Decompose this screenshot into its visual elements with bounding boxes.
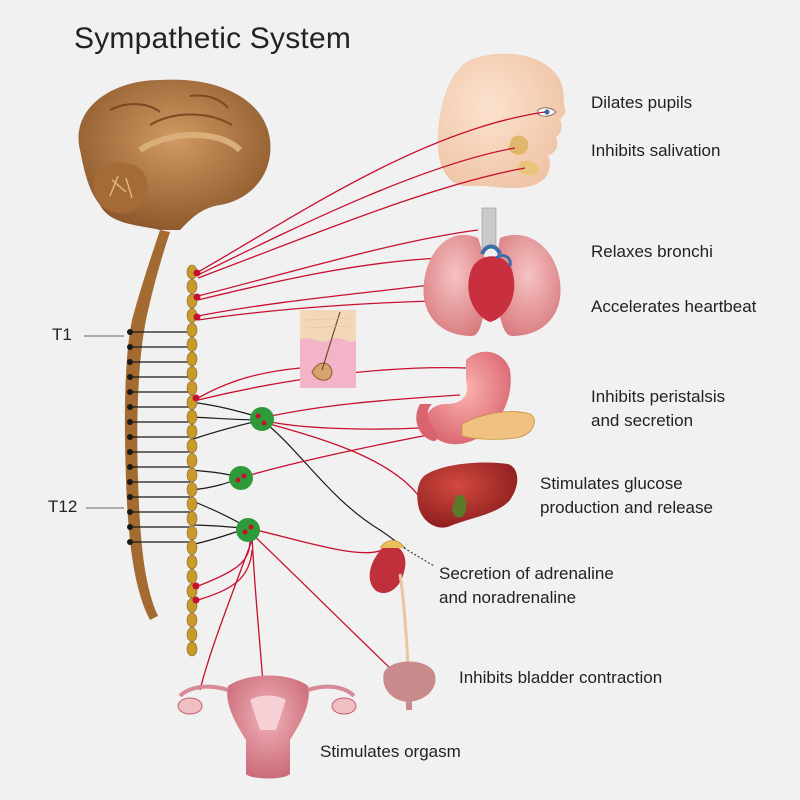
lungs-heart-illustration	[423, 207, 561, 336]
kidney-adrenal-illustration	[369, 540, 410, 665]
stomach-pancreas-illustration	[416, 351, 535, 445]
chain-ganglion	[186, 554, 198, 570]
liver-illustration	[417, 462, 518, 528]
spine-label-t12: T12	[48, 497, 78, 516]
chain-ganglion	[186, 322, 198, 338]
chain-ganglion	[186, 612, 198, 628]
prevertebral-ganglia	[229, 407, 274, 542]
effect-label-bladder: Inhibits bladder contraction	[459, 668, 663, 687]
chain-ganglion	[186, 569, 198, 584]
uterus-illustration	[177, 675, 357, 779]
spine-label-t1: T1	[52, 325, 72, 344]
chain-ganglion	[186, 627, 198, 642]
sympathetic-chain	[186, 264, 198, 657]
effect-label-orgasm: Stimulates orgasm	[320, 742, 461, 761]
chain-ganglion	[186, 380, 198, 396]
chain-ganglion	[186, 279, 198, 294]
preganglionic-connectors	[130, 331, 406, 549]
chain-ganglion	[186, 424, 198, 439]
chain-ganglion	[186, 337, 198, 352]
chain-ganglion	[186, 511, 198, 526]
effect-label-pupils: Dilates pupils	[591, 93, 693, 112]
chain-ganglion	[186, 467, 198, 483]
effect-label-heartbeat: Accelerates heartbeat	[591, 297, 757, 316]
chain-ganglion	[186, 453, 198, 468]
bladder-illustration	[383, 661, 436, 710]
nerve-origin-dots	[192, 269, 201, 604]
chain-ganglion	[186, 641, 198, 657]
effect-label-glucose: Stimulates glucose production and releas…	[540, 474, 713, 517]
chain-ganglion	[186, 496, 198, 512]
effect-label-bronchi: Relaxes bronchi	[591, 242, 713, 261]
chain-ganglion	[186, 351, 198, 367]
chain-ganglion	[186, 438, 198, 454]
effect-label-salivation: Inhibits salivation	[591, 141, 721, 160]
effect-label-adrenaline: Secretion of adrenaline and noradrenalin…	[439, 564, 614, 607]
effect-label-peristalsis: Inhibits peristalsis and secretion	[591, 387, 726, 430]
chain-ganglion	[186, 540, 198, 555]
chain-ganglion	[186, 525, 198, 541]
skin-follicle-illustration	[300, 310, 356, 388]
chain-ganglion	[186, 409, 198, 425]
diagram-title: Sympathetic System	[74, 22, 352, 55]
brain-illustration	[78, 79, 271, 230]
preganglionic-dots	[127, 329, 133, 545]
spinal-cord	[124, 230, 170, 620]
chain-ganglion	[186, 366, 198, 381]
adrenaline-pointer	[403, 547, 435, 567]
chain-ganglion	[186, 482, 198, 497]
